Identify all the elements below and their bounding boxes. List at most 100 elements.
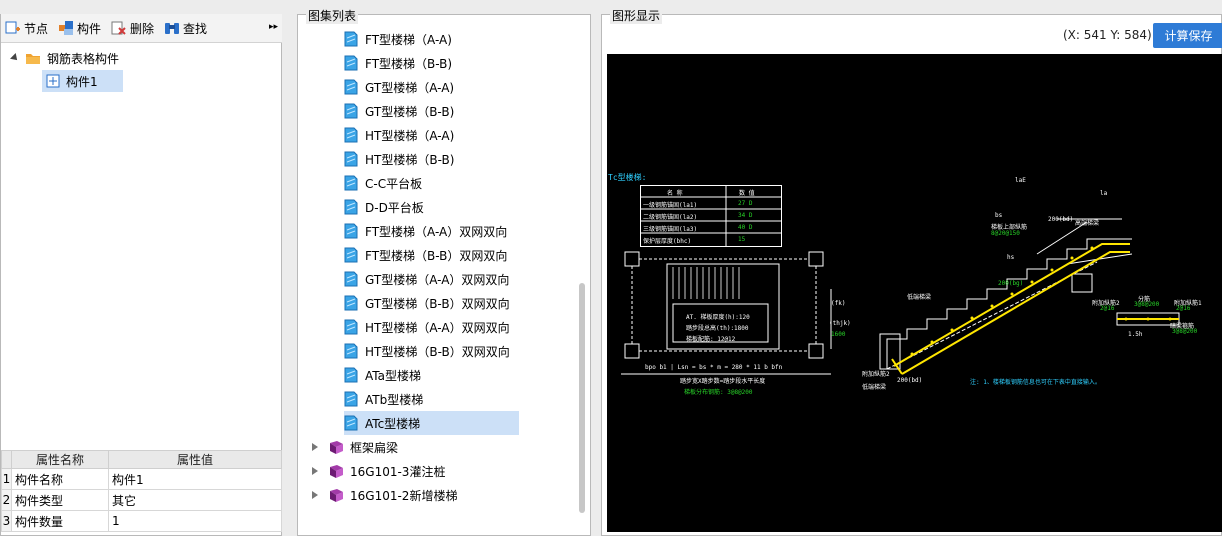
- plan-dim-1600: 1600: [831, 331, 846, 338]
- atlas-group-label: 16G101-3灌注桩: [350, 464, 446, 479]
- atlas-list-item[interactable]: C-C平台板: [344, 171, 422, 195]
- expand-icon[interactable]: [312, 443, 318, 451]
- delete-label: 删除: [130, 21, 155, 36]
- param-row-value: 34 D: [738, 212, 753, 219]
- atlas-list-item-label: ATc型楼梯: [365, 416, 421, 431]
- atlas-group-item[interactable]: 框架扁梁: [312, 435, 398, 459]
- props-row-value[interactable]: 1: [108, 510, 282, 532]
- section-label: 1.5h: [1128, 331, 1143, 338]
- atlas-list-item[interactable]: HT型楼梯（A-A）双网双向: [344, 315, 510, 339]
- atlas-list-item[interactable]: FT型楼梯（B-B）双网双向: [344, 243, 507, 267]
- graphic-display-panel: 图形显示 (X: 541 Y: 584) 计算保存 Tc型楼梯: 名 称 数 值…: [601, 7, 1222, 536]
- plan-bottom-tread: 踏步宽X踏步数=踏步段水平长度: [680, 378, 766, 385]
- add-component-label: 构件: [77, 21, 102, 36]
- atlas-list-item[interactable]: GT型楼梯（A-A): [344, 75, 454, 99]
- atlas-list-item[interactable]: HT型楼梯（A-A): [344, 123, 454, 147]
- props-row-index: 3: [1, 510, 12, 532]
- atlas-list-item[interactable]: HT型楼梯（B-B): [344, 147, 454, 171]
- props-row[interactable]: 1 构件名称 构件1: [1, 468, 282, 490]
- section-label: 200(bd): [1048, 216, 1074, 223]
- drawing-doc-icon: [344, 295, 358, 311]
- param-row-value: 15: [738, 236, 746, 243]
- drawing-doc-icon: [344, 31, 358, 47]
- toolbar-overflow-icon[interactable]: ▸▸: [268, 22, 278, 32]
- section-label: hs: [1007, 254, 1015, 261]
- drawing-doc-icon: [344, 103, 358, 119]
- atlas-list-item[interactable]: GT型楼梯（B-B): [344, 99, 454, 123]
- atlas-list-item-label: HT型楼梯（A-A）双网双向: [365, 320, 510, 335]
- component-tree: 钢筋表格构件 构件1: [1, 44, 282, 444]
- atlas-list-item[interactable]: ATc型楼梯: [344, 411, 519, 435]
- section-label: 分筋: [1138, 296, 1151, 303]
- atlas-list-item[interactable]: GT型楼梯（B-B）双网双向: [344, 291, 510, 315]
- section-label: 低端梯梁: [862, 384, 887, 391]
- atlas-list-item-label: ATa型楼梯: [365, 368, 421, 383]
- param-row-value: 40 D: [738, 224, 753, 231]
- folder-icon: [25, 51, 41, 65]
- atlas-list-item[interactable]: D-D平台板: [344, 195, 424, 219]
- section-label: 2@16: [1176, 305, 1191, 312]
- param-row-value: 27 D: [738, 200, 753, 207]
- tree-node-component1-label: 构件1: [66, 74, 98, 89]
- section-label: 梯板上部纵筋: [991, 224, 1028, 231]
- drawing-doc-icon: [344, 79, 358, 95]
- stair-section-drawing: [879, 218, 1132, 375]
- section-label: 高端梯梁: [1075, 220, 1100, 227]
- props-row[interactable]: 3 构件数量 1: [1, 510, 282, 532]
- props-row-name: 构件名称: [11, 468, 109, 490]
- plan-dim-fk: (fk): [831, 300, 846, 307]
- param-header-name: 名 称: [667, 190, 683, 197]
- atlas-list-item[interactable]: ATa型楼梯: [344, 363, 421, 387]
- drawing-doc-icon: [344, 199, 358, 215]
- section-label: 附加纵筋2: [1092, 300, 1120, 307]
- atlas-list-item[interactable]: HT型楼梯（B-B）双网双向: [344, 339, 510, 363]
- atlas-list-item[interactable]: FT型楼梯（A-A): [344, 27, 452, 51]
- expand-icon[interactable]: [312, 467, 318, 475]
- param-row-name: 二级钢筋锚固(la2): [643, 214, 698, 221]
- book-icon: [328, 440, 344, 454]
- atlas-list-scrollbar[interactable]: [579, 283, 585, 513]
- graphic-display-title: 图形显示: [610, 7, 663, 24]
- atlas-list-item-label: HT型楼梯（A-A): [365, 128, 455, 143]
- section-label: 3@8@200: [1134, 301, 1160, 308]
- tree-node-root[interactable]: 钢筋表格构件: [10, 47, 119, 69]
- drawing-doc-icon: [344, 223, 358, 239]
- props-row-value[interactable]: 其它: [108, 489, 282, 511]
- plan-note-height: 踏步段总高(th):1800: [686, 325, 749, 332]
- drawing-doc-icon: [344, 391, 358, 407]
- atlas-list-item[interactable]: ATb型楼梯: [344, 387, 423, 411]
- drawing-doc-icon: [344, 55, 358, 71]
- atlas-group-item[interactable]: 16G101-2新增楼梯: [312, 483, 457, 507]
- expand-icon[interactable]: [312, 491, 318, 499]
- component-toolbar: 节点 构件 删除 查找 ▸▸: [1, 14, 282, 43]
- props-row[interactable]: 2 构件类型 其它: [1, 489, 282, 511]
- atlas-list-item[interactable]: GT型楼梯（A-A）双网双向: [344, 267, 509, 291]
- section-label: 8@20@150: [991, 230, 1020, 237]
- component-node-icon: [46, 74, 60, 88]
- drawing-canvas[interactable]: Tc型楼梯: 名 称 数 值 一级钢筋锚固(la1) 27 D 二级钢筋锚固(l…: [607, 54, 1222, 532]
- atlas-list-item-label: HT型楼梯（B-B）双网双向: [365, 344, 510, 359]
- props-corner: [1, 450, 12, 469]
- atlas-list-item[interactable]: FT型楼梯（A-A）双网双向: [344, 219, 507, 243]
- tree-node-component1[interactable]: 构件1: [42, 70, 123, 92]
- atlas-list-item[interactable]: FT型楼梯（B-B): [344, 51, 452, 75]
- atlas-list-panel: 图集列表 FT型楼梯（A-A)FT型楼梯（B-B)GT型楼梯（A-A)GT型楼梯…: [297, 7, 591, 536]
- find-button[interactable]: 查找: [160, 16, 211, 40]
- section-label: 2@16: [1100, 305, 1115, 312]
- add-node-button[interactable]: 节点: [1, 16, 52, 40]
- drawing-note: 注: 1、楼梯板钢筋信息也可在下表中直接输入。: [970, 379, 1101, 386]
- expand-icon[interactable]: [10, 53, 20, 63]
- atlas-list-item-label: GT型楼梯（B-B): [365, 104, 455, 119]
- props-row-index: 1: [1, 468, 12, 490]
- plan-note-rebar: 梯板配筋: 12@12: [686, 336, 736, 343]
- delete-button[interactable]: 删除: [107, 16, 158, 40]
- plan-bottom-dims: bpo b1 | Lsn = bs * m = 280 * 11 b bfn: [645, 364, 783, 371]
- drawing-doc-icon: [344, 319, 358, 335]
- atlas-group-item[interactable]: 16G101-3灌注桩: [312, 459, 445, 483]
- stair-plan-drawing: [621, 251, 832, 375]
- props-row-value[interactable]: 构件1: [108, 468, 282, 490]
- binoculars-icon: [164, 20, 180, 36]
- calculate-save-button[interactable]: 计算保存: [1153, 23, 1222, 48]
- book-icon: [328, 464, 344, 478]
- add-component-button[interactable]: 构件: [54, 16, 105, 40]
